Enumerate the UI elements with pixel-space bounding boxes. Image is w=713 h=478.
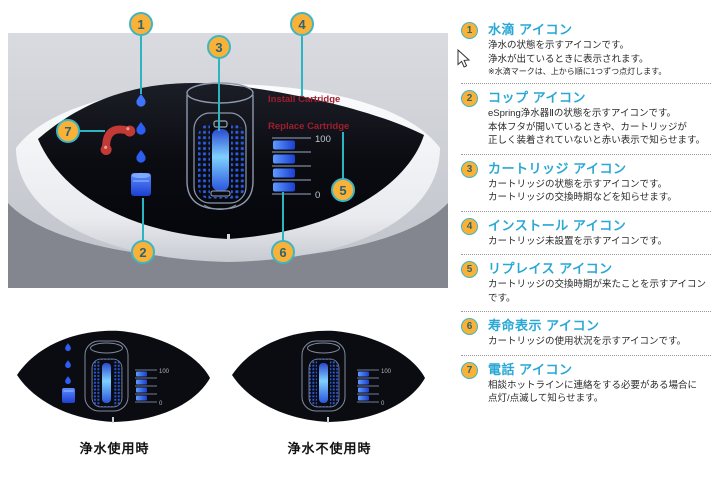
legend-note: ※水滴マークは、上から順に1つずつ点灯します。 <box>488 67 667 76</box>
legend-title: コップ アイコン <box>488 90 586 105</box>
leader-line-5 <box>342 132 344 179</box>
leader-line-1 <box>140 36 142 94</box>
gauge-min-label: 0 <box>315 190 320 201</box>
cartridge-icon <box>301 340 346 412</box>
legend: 1 水滴 アイコン 浄水の状態を示すアイコンです。 浄水が出ているときに表示され… <box>461 22 711 406</box>
display-panel-photo: Install Cartridge Replace Cartridge 100 … <box>8 33 448 288</box>
life-gauge: 100 0 <box>272 134 331 201</box>
leader-line-4 <box>301 36 303 96</box>
cartridge-icon <box>186 82 254 210</box>
gauge-min-label: 0 <box>159 401 163 407</box>
phone-icon <box>100 125 136 156</box>
cup-icon <box>131 172 151 196</box>
panel-in-use-label: 浄水使用時 <box>79 441 150 456</box>
legend-title: リプレイス アイコン <box>488 261 613 276</box>
leader-line-6 <box>282 192 284 241</box>
panel-not-in-use-label: 浄水不使用時 <box>287 441 372 456</box>
cartridge-icon <box>84 340 129 412</box>
legend-text: 正しく装着されていないと赤い表示で知らせます。 <box>488 135 706 146</box>
legend-text: 相談ホットラインに連絡をする必要がある場合に <box>488 379 698 391</box>
legend-item-cartridge: 3 カートリッジ アイコン カートリッジの状態を示すアイコンです。 カートリッジ… <box>461 160 711 205</box>
legend-text: カートリッジの交換時期などを知らせます。 <box>488 192 677 203</box>
install-cartridge-text: Install Cartridge <box>268 94 340 105</box>
life-gauge: 100 0 <box>357 369 392 407</box>
legend-text: 浄水の状態を示すアイコンです。 <box>488 40 630 51</box>
callout-1: 1 <box>129 12 153 36</box>
legend-item-phone: 7 電話 アイコン 相談ホットラインに連絡をする必要がある場合に 点灯/点滅して… <box>461 361 711 406</box>
divider <box>461 83 711 84</box>
legend-num-5: 5 <box>461 261 478 278</box>
cup-icon <box>62 388 75 403</box>
legend-title: 電話 アイコン <box>488 361 573 377</box>
display-panel-art: Install Cartridge Replace Cartridge 100 … <box>8 33 448 288</box>
legend-item-water-drop: 1 水滴 アイコン 浄水の状態を示すアイコンです。 浄水が出ているときに表示され… <box>461 22 711 77</box>
legend-title: カートリッジ アイコン <box>488 160 627 176</box>
leader-line-7 <box>79 130 105 132</box>
callout-4: 4 <box>290 12 314 36</box>
divider <box>461 254 711 255</box>
legend-item-install: 4 インストール アイコン カートリッジ未設置を示すアイコンです。 <box>461 217 711 249</box>
panel-not-in-use: 100 0 <box>227 327 432 427</box>
divider <box>461 210 711 212</box>
legend-item-life-display: 6 寿命表示 アイコン カートリッジの使用状況を示すアイコンです。 <box>461 318 711 349</box>
legend-item-replace: 5 リプレイス アイコン カートリッジの交換時期が来たことを示すアイコンです。 <box>461 261 711 305</box>
legend-num-1: 1 <box>461 22 478 39</box>
life-gauge: 100 0 <box>135 369 170 407</box>
legend-num-6: 6 <box>461 318 478 335</box>
legend-num-4: 4 <box>461 217 478 235</box>
legend-item-cup: 2 コップ アイコン eSpring浄水器Ⅱの状態を示すアイコンです。 本体フタ… <box>461 90 711 148</box>
gauge-max-label: 100 <box>315 134 331 145</box>
gauge-max-label: 100 <box>381 369 392 375</box>
mouse-cursor-icon <box>457 49 471 68</box>
callout-5: 5 <box>331 178 355 202</box>
panel-in-use: 100 0 <box>12 327 217 427</box>
leader-line-3 <box>218 59 220 131</box>
legend-text: 本体フタが開いているときや、カートリッジが <box>488 121 687 133</box>
legend-text: カートリッジの使用状況を示すアイコンです。 <box>488 336 687 347</box>
legend-num-3: 3 <box>461 160 478 178</box>
legend-title: 寿命表示 アイコン <box>488 318 600 333</box>
legend-title: インストール アイコン <box>488 217 627 233</box>
legend-text: カートリッジの状態を示すアイコンです。 <box>488 178 668 190</box>
device-base-shadow <box>8 203 448 288</box>
divider <box>461 153 711 155</box>
legend-text: カートリッジの交換時期が来たことを示すアイコンです。 <box>488 279 707 304</box>
legend-text: 点灯/点滅して知らせます。 <box>488 393 604 404</box>
legend-text: eSpring浄水器Ⅱの状態を示すアイコンです。 <box>488 108 676 119</box>
replace-cartridge-text: Replace Cartridge <box>268 121 349 132</box>
callout-3: 3 <box>207 35 231 59</box>
legend-num-2: 2 <box>461 90 478 107</box>
divider <box>461 311 711 312</box>
callout-6: 6 <box>271 240 295 264</box>
panel-notch <box>227 234 230 242</box>
gauge-min-label: 0 <box>381 401 385 407</box>
legend-text: 浄水が出ているときに表示されます。 <box>488 53 649 65</box>
divider <box>461 354 711 356</box>
callout-2: 2 <box>131 240 155 264</box>
leader-line-2 <box>142 198 144 241</box>
legend-text: カートリッジ未設置を示すアイコンです。 <box>488 235 668 247</box>
callout-7: 7 <box>56 119 80 143</box>
gauge-max-label: 100 <box>159 369 170 375</box>
legend-num-7: 7 <box>461 361 478 379</box>
legend-title: 水滴 アイコン <box>488 22 573 37</box>
